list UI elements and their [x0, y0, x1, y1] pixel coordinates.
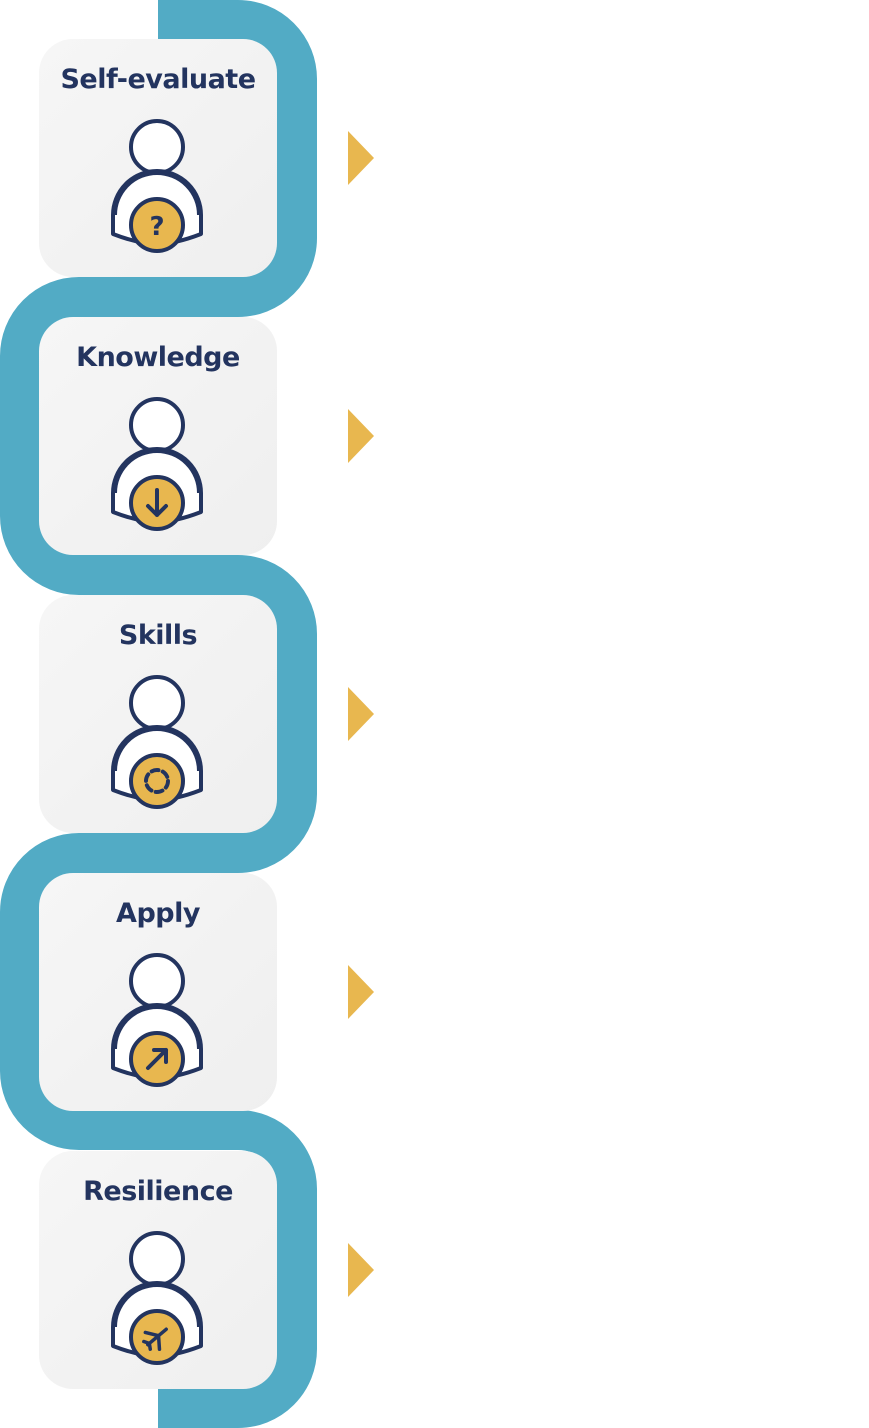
- step-title: Self-evaluate: [60, 64, 256, 95]
- step-title: Knowledge: [76, 342, 240, 373]
- person-airplane-icon: [111, 1231, 203, 1365]
- step-arrow: [348, 965, 374, 1019]
- step-title: Resilience: [83, 1176, 233, 1207]
- step-card-resilience: Resilience: [39, 1151, 277, 1389]
- step-card-apply: Apply: [39, 873, 277, 1111]
- person-dashed-circle-icon: [111, 675, 203, 809]
- step-card-self-evaluate: Self-evaluate ?: [39, 39, 277, 277]
- person-download-icon: [111, 397, 203, 531]
- person-arrow-up-right-icon: [111, 953, 203, 1087]
- step-arrow: [348, 687, 374, 741]
- person-question-icon: ?: [111, 119, 203, 253]
- step-card-skills: Skills: [39, 595, 277, 833]
- step-title: Skills: [118, 620, 198, 651]
- step-card-knowledge: Knowledge: [39, 317, 277, 555]
- step-arrow: [348, 1243, 374, 1297]
- step-arrow: [348, 131, 374, 185]
- step-arrow: [348, 409, 374, 463]
- svg-text:?: ?: [149, 212, 164, 242]
- step-title: Apply: [116, 898, 200, 929]
